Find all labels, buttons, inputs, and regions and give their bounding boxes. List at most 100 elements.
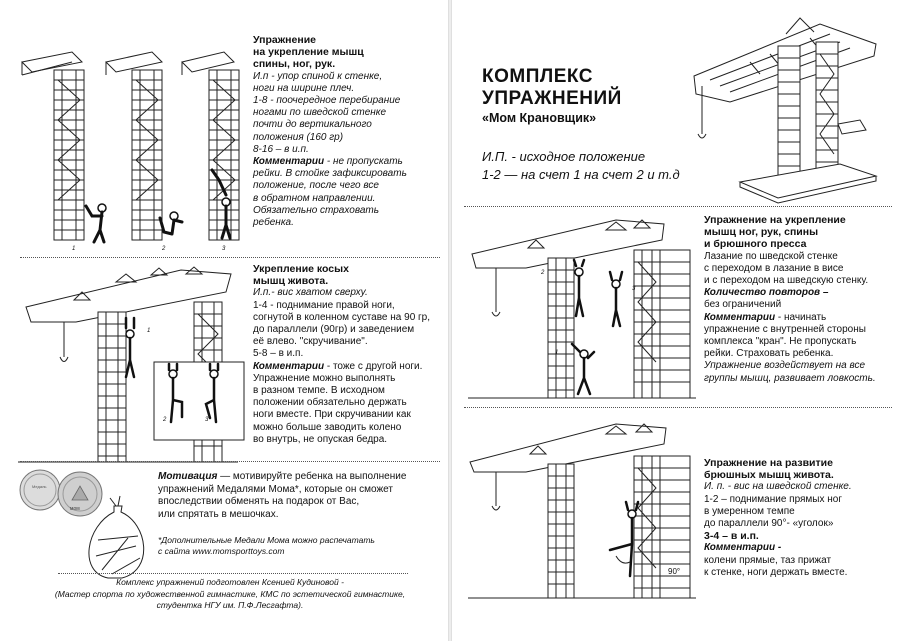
footnote-line: *Дополнительные Медали Мома можно распеч… bbox=[158, 535, 375, 545]
figure-number: 3 bbox=[205, 417, 209, 423]
section-divider bbox=[464, 407, 892, 408]
comment-label: Комментарии - bbox=[704, 542, 782, 554]
wall-climb-illustration bbox=[20, 51, 240, 244]
section1-line: 8-16 – в и.п. bbox=[253, 143, 309, 155]
comment-line: Обязательно страховать bbox=[253, 204, 379, 216]
section2-line: согнутой в коленном суставе на 90 гр, bbox=[253, 311, 431, 323]
section2-line: до параллели (90гр) и заведением bbox=[253, 324, 415, 336]
section2-line: её влево. "скручивание". bbox=[253, 336, 368, 348]
section1-title-line: на укрепление мышц bbox=[253, 46, 364, 59]
comment-label: Комментарии bbox=[253, 360, 325, 372]
footnote-line: с сайта www.momsporttoys.com bbox=[158, 545, 285, 556]
motivation-first: — мотивируйте ребенка на выполнение bbox=[217, 471, 407, 482]
figure-number: 1 bbox=[72, 246, 76, 252]
section1-text: Упражнение на укрепление мышц спины, ног… bbox=[253, 34, 443, 229]
comment-line: в разном темпе. В исходном bbox=[253, 385, 385, 397]
credits: Комплекс упражнений подготовлен Ксенией … bbox=[20, 577, 440, 612]
section1-line: 1-8 - поочередное перебирание bbox=[253, 95, 401, 107]
comment-line: рейки. Страховать ребенка. bbox=[704, 348, 834, 360]
comment-label: Комментарии bbox=[704, 311, 776, 323]
section3-line: Лазание по шведской стенке bbox=[704, 250, 838, 262]
credits-line: (Мастер спорта по художественной гимнаст… bbox=[54, 588, 406, 599]
comment-text: - тоже с другой ноги. bbox=[324, 360, 423, 372]
section3-title-line: и брюшного пресса bbox=[704, 238, 807, 251]
comment-line: колени прямые, таз прижат bbox=[704, 554, 832, 566]
section4-line: до параллели 90°- «уголок» bbox=[704, 518, 834, 530]
section4-line: в умеренном темпе bbox=[704, 505, 795, 517]
figure-number: 2 bbox=[162, 246, 166, 252]
comment-line: ребенка. bbox=[253, 217, 294, 229]
subtitle: «Мом Крановщик» bbox=[482, 111, 597, 125]
section2-title-line: Укрепление косых bbox=[253, 263, 349, 275]
comment-text: - не пропускать bbox=[324, 156, 403, 168]
motivation-label: Мотивация bbox=[158, 471, 218, 482]
page-spine bbox=[448, 0, 452, 641]
medal-footnote: *Дополнительные Медали Мома можно распеч… bbox=[158, 535, 443, 556]
comment-line: ноги вместе. При скручивании как bbox=[253, 409, 411, 421]
left-page: 1 2 3 Упражнение на укрепление мышц спин… bbox=[0, 0, 448, 641]
right-page: КОМПЛЕКС УПРАЖНЕНИЙ «Мом Крановщик» И.П.… bbox=[452, 0, 900, 641]
figure-number: 2 bbox=[541, 270, 545, 276]
motivation-text: Мотивация — мотивируйте ребенка на выпол… bbox=[158, 471, 443, 521]
section-divider bbox=[464, 206, 892, 207]
comment-line: в обратном направлении. bbox=[253, 192, 376, 204]
angle-label: 90° bbox=[668, 567, 681, 576]
medals-and-sack-illustration: мом Медаль bbox=[19, 469, 145, 579]
section2-line: 5-8 – в и.п. bbox=[253, 348, 304, 360]
section1-title-line: Упражнение bbox=[253, 34, 316, 46]
comment-line: положение, после чего все bbox=[253, 180, 379, 192]
section1-title-line: спины, ног, рук. bbox=[253, 58, 336, 71]
figure-number: 3 bbox=[632, 286, 636, 292]
section-divider bbox=[20, 257, 440, 258]
section4-text: Упражнение на развитие брюшных мышц живо… bbox=[704, 457, 898, 579]
count-value: без ограничений bbox=[704, 299, 782, 311]
note-line: Упражнение воздействует на все bbox=[704, 360, 866, 372]
legend-line: И.П. - исходное положение bbox=[482, 149, 646, 164]
section4-line: И. п. - вис на шведской стенке. bbox=[704, 481, 852, 493]
section1-line: ногами по шведской стенке bbox=[253, 107, 387, 119]
comment-line: рейки. В стойке зафиксировать bbox=[253, 168, 407, 180]
section3-title-line: Упражнение на укрепление bbox=[704, 214, 846, 226]
comment-line: во внутрь, не опуская бедра. bbox=[253, 433, 388, 445]
section1-line: положения (160 гр) bbox=[253, 131, 344, 143]
comment-line: комплекса "кран". Не пропускать bbox=[704, 336, 857, 348]
section2-line: 1-4 - поднимание правой ноги, bbox=[253, 299, 395, 311]
comment-line: упражнение с внутренней стороны bbox=[704, 323, 866, 335]
section1-line: И.п - упор спиной к стенке, bbox=[253, 70, 383, 82]
section3-title-line: мышц ног, рук, спины bbox=[704, 226, 819, 239]
title-line: КОМПЛЕКС bbox=[482, 66, 593, 87]
credits-divider bbox=[58, 573, 408, 574]
section2-line: И.п.- вис хватом сверху. bbox=[253, 287, 368, 299]
section-divider bbox=[20, 461, 440, 462]
section2-text: Укрепление косых мышц живота. И.п.- вис … bbox=[253, 263, 445, 446]
comment-line: можно больше заводить колено bbox=[253, 421, 402, 433]
credits-line: студентка НГУ им. П.Ф.Лесгафта). bbox=[156, 600, 304, 610]
brochure-title: КОМПЛЕКС УПРАЖНЕНИЙ «Мом Крановщик» bbox=[482, 66, 682, 126]
motivation-line: впоследствии обменять на подарок от Вас, bbox=[158, 496, 360, 507]
title-line: УПРАЖНЕНИЙ bbox=[482, 88, 622, 109]
motivation-line: упражнений Медалями Мома*, которые он см… bbox=[158, 483, 393, 495]
section4-line: 3-4 – в и.п. bbox=[704, 530, 759, 543]
section4-line: 1-2 – поднимание прямых ног bbox=[704, 493, 843, 505]
section1-line: почти до вертикального bbox=[253, 119, 372, 131]
section3-text: Упражнение на укрепление мышц ног, рук, … bbox=[704, 214, 898, 385]
hanging-twist-illustration bbox=[18, 266, 245, 463]
medal-text: мом bbox=[70, 506, 80, 512]
comment-label: Комментарии bbox=[253, 156, 325, 168]
motivation-line: или спрятать в мешочках. bbox=[158, 508, 279, 520]
figure-number: 2 bbox=[163, 417, 167, 423]
hanging-leg-raise-illustration bbox=[468, 423, 696, 599]
figure-number: 1 bbox=[555, 350, 559, 356]
count-label: Количество повторов – bbox=[704, 287, 829, 299]
note-line: группы мышц, развивает ловкость. bbox=[704, 372, 876, 384]
credits-line: Комплекс упражнений подготовлен Ксенией … bbox=[116, 577, 344, 587]
medal-text: Медаль bbox=[32, 484, 47, 489]
comment-text: - начинать bbox=[775, 311, 827, 323]
comment-line: положении обязательно держать bbox=[253, 397, 407, 409]
legend-line: 1-2 — на счет 1 на счет 2 и т.д bbox=[482, 167, 680, 182]
figure-number: 1 bbox=[147, 328, 151, 334]
legend: И.П. - исходное положение 1-2 — на счет … bbox=[482, 148, 742, 184]
section4-title-line: брюшных мышц живота. bbox=[704, 469, 834, 482]
comment-line: Упражнение можно выполнять bbox=[253, 372, 396, 384]
section3-line: с переходом в лазание в висе bbox=[704, 262, 844, 274]
